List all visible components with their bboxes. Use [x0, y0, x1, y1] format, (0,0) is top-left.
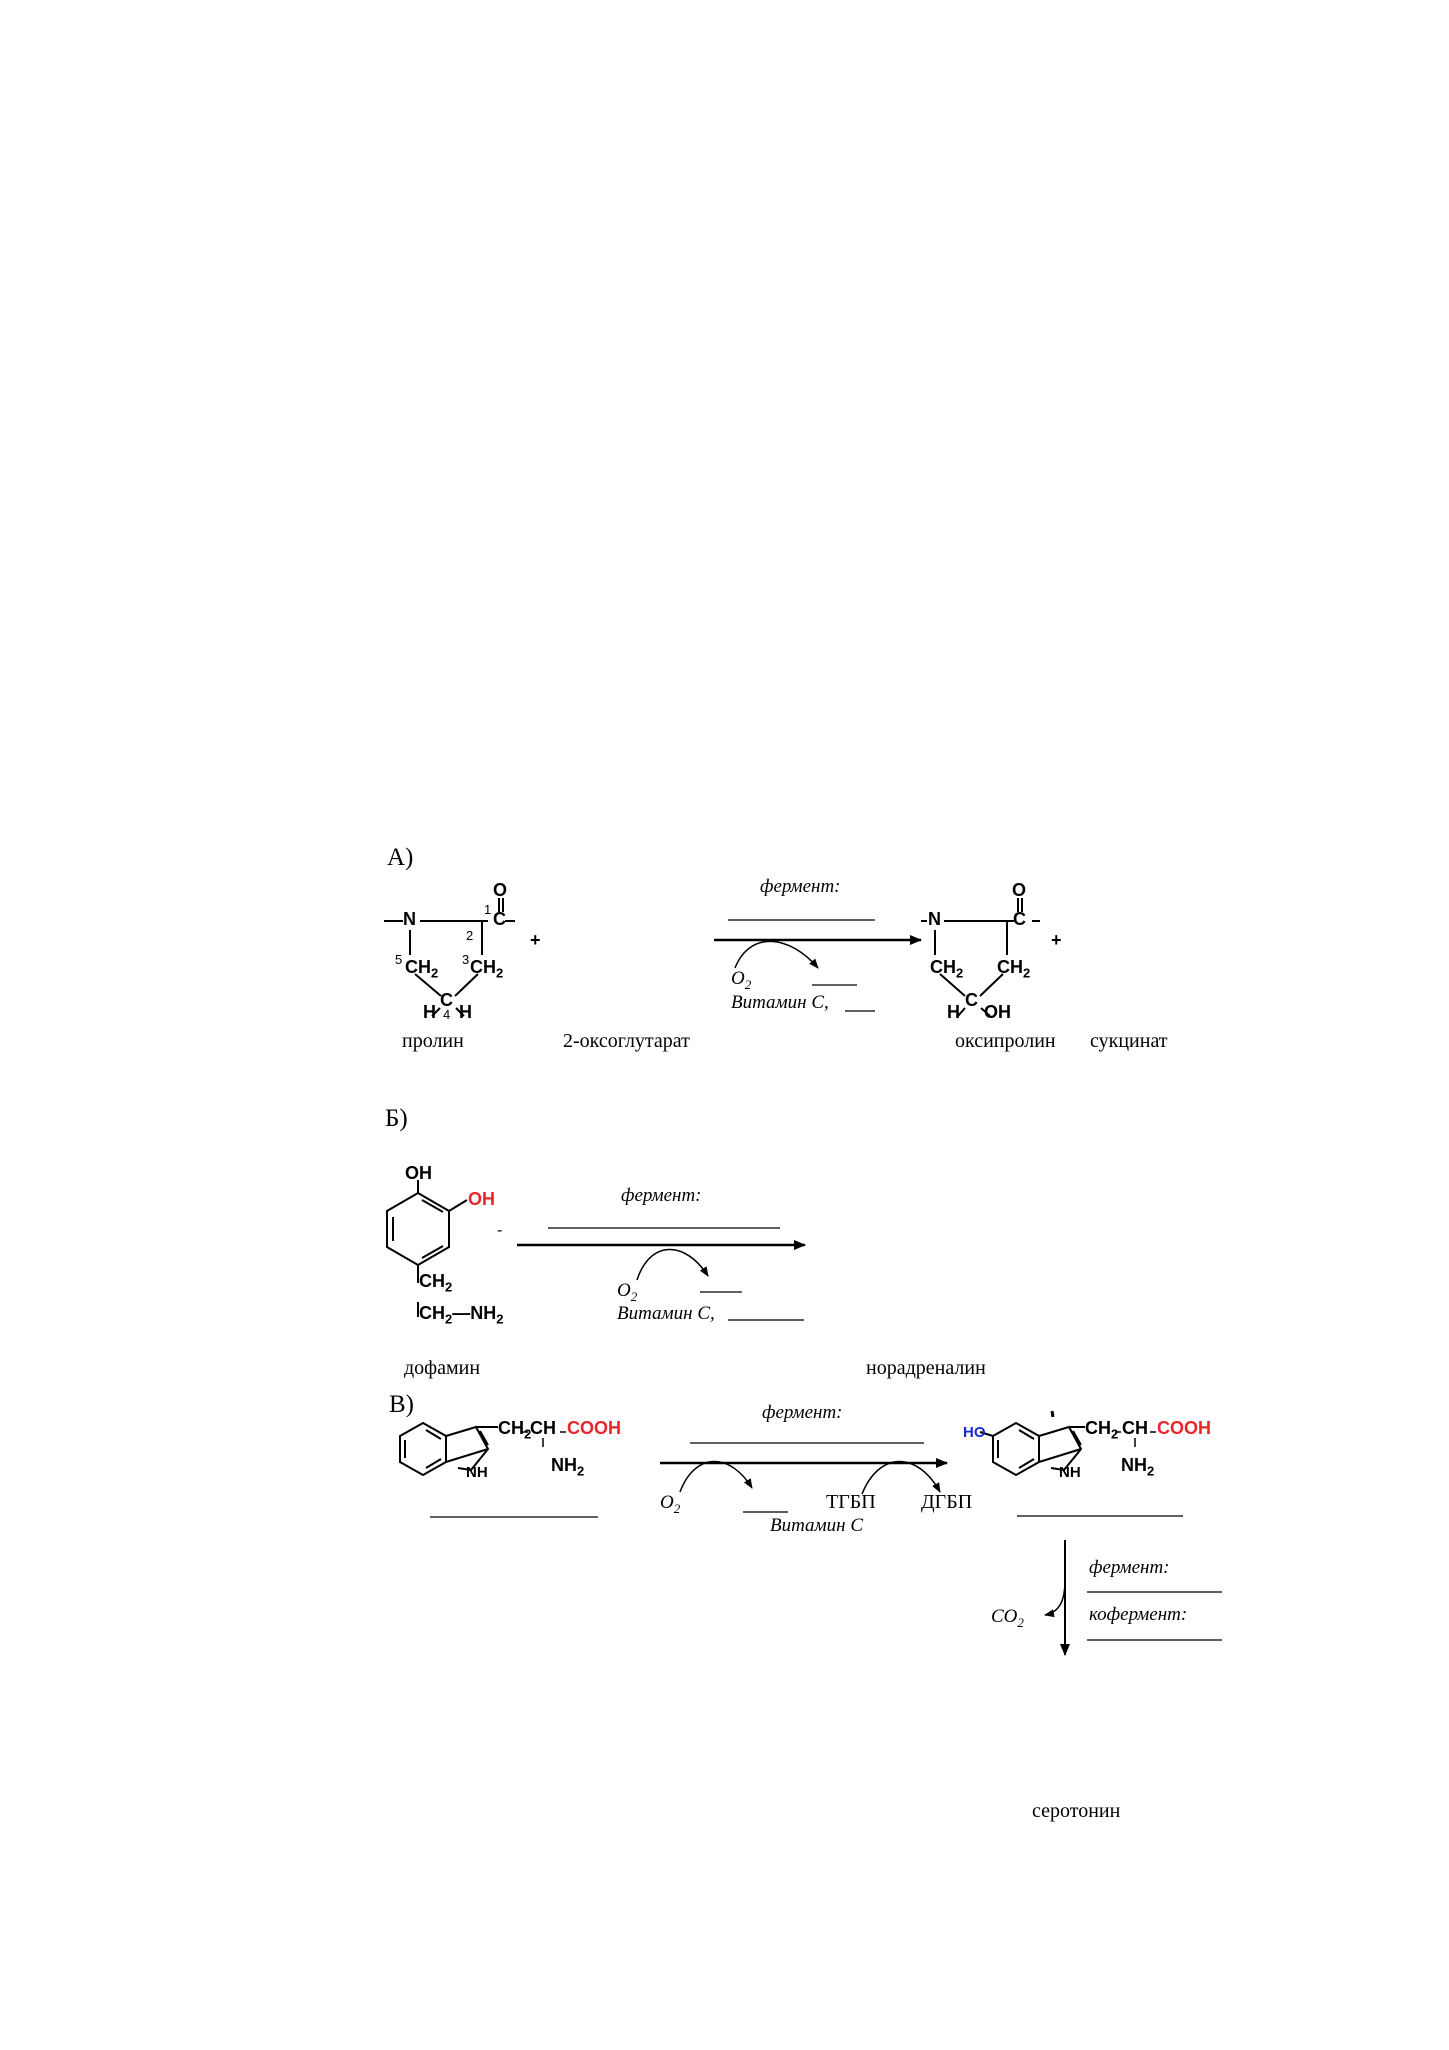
dopamine-name: дофамин: [404, 1357, 481, 1379]
hydroxyproline-o-atom: O: [1012, 880, 1027, 900]
enzyme-label-a: фермент:: [760, 876, 841, 897]
enzyme-label-b: фермент:: [621, 1185, 702, 1206]
plus-sign-a-1: +: [530, 930, 541, 950]
hydroxytryptophan-nh: NH: [1059, 1464, 1081, 1481]
o2-curved-arrow-b: [636, 1248, 709, 1281]
co2-label: CO2: [991, 1606, 1024, 1630]
dopamine-ch2: CH2: [419, 1271, 453, 1295]
bh2-label: ДГБП: [921, 1491, 973, 1513]
proline-ch2-right: CH2: [470, 957, 504, 981]
o2-curved-arrow-a: [734, 940, 819, 969]
tryptophan-ch2: CH2: [498, 1418, 532, 1442]
hydroxytryptophan-ho: HO: [963, 1424, 986, 1441]
hydroxyproline-h-atom: H: [947, 1002, 960, 1022]
proline-c-atom: C: [493, 909, 506, 929]
proline-name: пролин: [402, 1030, 464, 1052]
tryptophan-ch: CH: [530, 1418, 556, 1438]
dopamine-dash: -: [497, 1222, 503, 1239]
proline-locant-1: 1: [484, 902, 492, 917]
succinate-name: сукцинат: [1090, 1030, 1168, 1052]
proline-c4-atom: C: [440, 990, 453, 1010]
hydroxyproline-structure-bonds: [921, 898, 1040, 1017]
proline-structure-bonds: [384, 898, 515, 1017]
dopamine-oh-red: OH: [468, 1189, 495, 1209]
hydroxyproline-c-atom: C: [1013, 909, 1026, 929]
plus-sign-a-2: +: [1051, 930, 1062, 950]
hydroxyproline-oh-group: OH: [984, 1002, 1011, 1022]
dopamine-oh-top: OH: [405, 1163, 432, 1183]
hydroxyproline-c4-atom: C: [965, 990, 978, 1010]
proline-o-atom: O: [493, 880, 508, 900]
proline-locant-3: 3: [462, 952, 470, 967]
tryptophan-nh: NH: [466, 1464, 488, 1481]
oxoglutarate-name: 2-оксоглутарат: [563, 1030, 690, 1052]
hydroxytryptophan-ch: CH: [1122, 1418, 1148, 1438]
hydroxytryptophan-ch2: CH2: [1085, 1418, 1119, 1442]
vitamin-c-label-a: Витамин С,: [731, 992, 829, 1013]
proline-h-right: H: [459, 1002, 472, 1022]
co2-curved-arrow: [1044, 1579, 1066, 1618]
proline-locant-4: 4: [443, 1007, 451, 1022]
noradrenaline-name: норадреналин: [866, 1357, 986, 1379]
serotonin-name: серотонин: [1032, 1800, 1121, 1822]
dopamine-ch2-nh2: CH2—NH2: [419, 1303, 504, 1327]
section-c-label: В): [389, 1391, 414, 1418]
o2-label-b: O2: [617, 1280, 638, 1304]
hydroxyproline-n-atom: N: [928, 909, 941, 929]
tryptophan-cooh: COOH: [567, 1418, 621, 1438]
dopamine-structure-bonds: [386, 1180, 468, 1317]
vitamin-c-label-c: Витамин С: [770, 1515, 864, 1536]
proline-h-left: H: [423, 1002, 436, 1022]
vitamin-c-label-b: Витамин С,: [617, 1303, 715, 1324]
hydroxytryptophan-structure-bonds: [979, 1410, 1156, 1477]
proline-locant-5: 5: [395, 952, 403, 967]
coenzyme-label: кофермент:: [1089, 1604, 1188, 1625]
bh4-curved-arrow-c: [861, 1460, 941, 1495]
enzyme-label-c: фермент:: [762, 1402, 843, 1423]
section-a-label: А): [387, 844, 414, 871]
hydroxyproline-ch2-left: CH2: [930, 957, 964, 981]
tryptophan-nh2: NH2: [551, 1455, 585, 1479]
bh4-label: ТГБП: [826, 1491, 876, 1513]
hydroxyproline-ch2-right: CH2: [997, 957, 1031, 981]
proline-n-atom: N: [403, 909, 416, 929]
enzyme-label-c2: фермент:: [1089, 1557, 1170, 1578]
proline-ch2-left: CH2: [405, 957, 439, 981]
o2-label-c: O2: [660, 1492, 681, 1516]
hydroxytryptophan-nh2: NH2: [1121, 1455, 1155, 1479]
hydroxytryptophan-cooh: COOH: [1157, 1418, 1211, 1438]
o2-label-a: O2: [731, 968, 752, 992]
section-b-label: Б): [385, 1105, 408, 1132]
tryptophan-structure-bonds: [399, 1421, 566, 1477]
proline-locant-2: 2: [466, 928, 474, 943]
o2-curved-arrow-c: [679, 1460, 753, 1493]
hydroxyproline-name: оксипролин: [955, 1030, 1056, 1052]
